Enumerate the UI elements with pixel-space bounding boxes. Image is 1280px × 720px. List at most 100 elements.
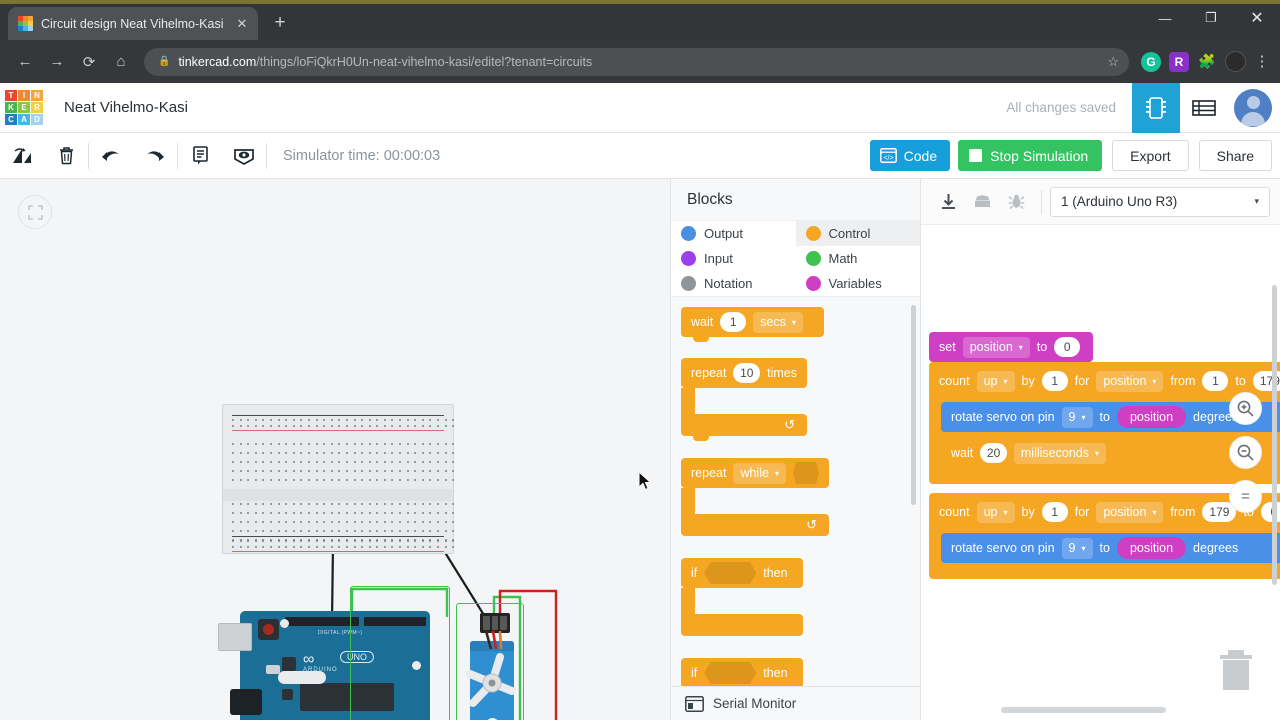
close-window-button[interactable]: ✕: [1250, 10, 1264, 27]
stop-square-icon: [969, 149, 983, 162]
delete-trash-icon[interactable]: [44, 133, 88, 179]
components-list-icon[interactable]: [1180, 83, 1228, 133]
workspace-trash-icon[interactable]: [1216, 646, 1256, 692]
zoom-in-icon[interactable]: [1229, 392, 1262, 425]
servo-pin-dropdown[interactable]: 9 ▾: [1061, 537, 1093, 559]
block-category-output[interactable]: Output: [671, 221, 796, 246]
wait-value[interactable]: 1: [720, 312, 747, 332]
circuits-chip-icon[interactable]: [1132, 82, 1180, 133]
reload-icon[interactable]: ⟳: [82, 53, 96, 71]
home-icon[interactable]: ⌂: [116, 53, 126, 70]
palette-block-if-2[interactable]: if then: [681, 658, 806, 686]
puzzle-extensions-icon[interactable]: 🧩: [1198, 53, 1216, 69]
repeat-mode-dropdown[interactable]: while ▾: [733, 462, 786, 484]
back-icon[interactable]: ←: [17, 53, 33, 70]
repeat-count[interactable]: 10: [733, 363, 761, 383]
upload-to-board-icon[interactable]: [965, 187, 999, 217]
reset-button[interactable]: [258, 619, 279, 640]
wait-unit-dropdown[interactable]: milliseconds ▾: [1013, 442, 1106, 464]
debug-bug-icon[interactable]: [999, 187, 1033, 217]
tab-close-icon[interactable]: ✕: [236, 15, 248, 31]
notes-icon[interactable]: [178, 133, 222, 179]
block-palette[interactable]: wait 1 secs ▾ repeat 10 times: [671, 297, 920, 686]
wait-value[interactable]: 20: [980, 443, 1007, 463]
mouse-cursor: [638, 471, 652, 491]
redo-icon[interactable]: [133, 133, 177, 179]
chevron-down-icon: ▾: [1003, 507, 1008, 517]
serial-monitor-toggle[interactable]: Serial Monitor: [671, 686, 920, 720]
rotate-icon[interactable]: [0, 133, 44, 179]
set-variable-dropdown[interactable]: position ▾: [962, 336, 1030, 358]
condition-slot[interactable]: [704, 562, 757, 584]
minimize-button[interactable]: —: [1158, 10, 1172, 26]
profile-avatar-icon[interactable]: [1225, 51, 1246, 72]
rotate-servo-block-1[interactable]: rotate servo on pin 9 ▾ to position degr…: [941, 402, 1280, 432]
code-button[interactable]: </> Code: [869, 140, 951, 171]
block-category-math[interactable]: Math: [796, 246, 921, 271]
fit-to-view-icon[interactable]: [18, 195, 52, 229]
block-category-control[interactable]: Control: [795, 221, 920, 246]
palette-block-repeat-while[interactable]: repeat while ▾ ↺: [681, 458, 831, 536]
breadboard-hole-row: [232, 530, 455, 532]
circuit-canvas[interactable]: ∞ UNO ARDUINO DIGITAL (PWM~) POWER ANALO…: [0, 179, 670, 720]
set-value[interactable]: 0: [1054, 337, 1081, 357]
user-avatar[interactable]: [1234, 88, 1272, 127]
rakuten-extension-icon[interactable]: R: [1169, 51, 1189, 72]
count-by-value[interactable]: 1: [1041, 502, 1068, 522]
download-icon[interactable]: [931, 187, 965, 217]
servo-arg-variable[interactable]: position: [1116, 406, 1187, 428]
zoom-out-icon[interactable]: [1229, 436, 1262, 469]
rotate-servo-block-2[interactable]: rotate servo on pin 9 ▾ to position degr…: [941, 533, 1280, 563]
workspace-horizontal-scrollbar[interactable]: [1001, 707, 1166, 713]
arduino-uno-board[interactable]: ∞ UNO ARDUINO DIGITAL (PWM~) POWER ANALO…: [218, 611, 430, 720]
count-by-value[interactable]: 1: [1041, 371, 1068, 391]
document-title[interactable]: Neat Vihelmo-Kasi: [64, 99, 188, 116]
block-category-notation[interactable]: Notation: [671, 271, 796, 296]
servo-connector[interactable]: [480, 613, 510, 633]
bookmark-star-icon[interactable]: ☆: [1107, 53, 1119, 69]
count-from-value[interactable]: 179: [1202, 502, 1237, 522]
palette-block-if-1[interactable]: if then: [681, 558, 806, 636]
stop-simulation-button[interactable]: Stop Simulation: [958, 140, 1103, 171]
wait-unit-dropdown[interactable]: secs ▾: [753, 311, 803, 333]
count-direction-dropdown[interactable]: up ▾: [976, 501, 1015, 523]
browser-tab[interactable]: Circuit design Neat Vihelmo-Kasi ✕: [8, 7, 258, 40]
new-tab-button[interactable]: +: [274, 12, 286, 33]
count-variable-dropdown[interactable]: position ▾: [1096, 370, 1164, 392]
workspace-vertical-scrollbar[interactable]: [1272, 285, 1277, 585]
breadboard[interactable]: [222, 404, 455, 554]
count-from-value[interactable]: 1: [1202, 371, 1229, 391]
servo-pin-dropdown[interactable]: 9 ▾: [1061, 406, 1093, 428]
servo-arg-variable[interactable]: position: [1116, 537, 1187, 559]
address-bar[interactable]: 🔒 tinkercad.com/things/loFiQkrH0Un-neat-…: [144, 47, 1129, 76]
block-category-variables[interactable]: Variables: [796, 271, 921, 296]
set-variable-block[interactable]: set position ▾ to 0: [929, 332, 1093, 362]
count-direction-dropdown[interactable]: up ▾: [976, 370, 1015, 392]
browser-menu-icon[interactable]: ⋮: [1254, 53, 1270, 70]
zoom-reset-button[interactable]: =: [1229, 480, 1262, 513]
repeat-mode-label: while: [740, 466, 769, 480]
visibility-eye-icon[interactable]: [222, 133, 266, 179]
servo-label: rotate servo on pin: [951, 541, 1055, 555]
share-button[interactable]: Share: [1198, 140, 1272, 171]
count-block-1[interactable]: count up ▾ by 1 for position ▾ from 1 to: [929, 366, 1280, 396]
condition-slot[interactable]: [704, 662, 757, 684]
maximize-button[interactable]: ❐: [1205, 10, 1217, 25]
condition-slot[interactable]: [792, 462, 819, 484]
count-variable-dropdown[interactable]: position ▾: [1096, 501, 1164, 523]
code-workspace[interactable]: set position ▾ to 0 count up ▾ by: [921, 225, 1280, 720]
export-button[interactable]: Export: [1112, 140, 1189, 171]
count-block-2[interactable]: count up ▾ by 1 for position ▾ from 179 …: [929, 497, 1280, 527]
palette-block-repeat[interactable]: repeat 10 times ↺: [681, 358, 811, 441]
block-category-input[interactable]: Input: [671, 246, 796, 271]
palette-scrollbar[interactable]: [911, 305, 916, 505]
micro-servo-motor[interactable]: [466, 641, 516, 720]
grammarly-extension-icon[interactable]: G: [1141, 51, 1161, 72]
wait-block-1[interactable]: wait 20 milliseconds ▾: [941, 438, 1116, 468]
palette-block-wait[interactable]: wait 1 secs ▾: [681, 307, 831, 342]
forward-icon[interactable]: →: [49, 53, 65, 70]
board-select[interactable]: 1 (Arduino Uno R3) ▾: [1050, 186, 1270, 217]
count-to-value[interactable]: 0: [1260, 502, 1280, 522]
undo-icon[interactable]: [89, 133, 133, 179]
